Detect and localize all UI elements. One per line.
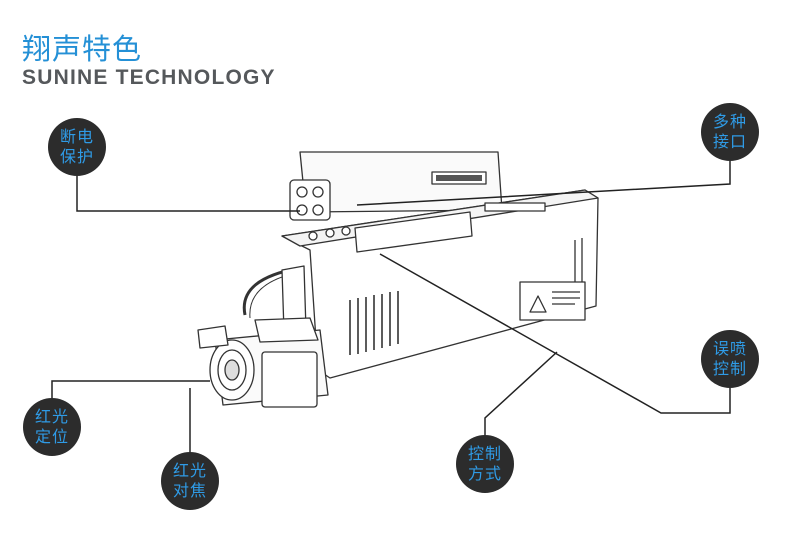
page-subtitle: SUNINE TECHNOLOGY	[22, 66, 276, 89]
feature-label-line1: 控制	[467, 444, 502, 463]
feature-label-line2: 方式	[467, 464, 502, 483]
feature-power-off-protection: 断电 保护	[48, 118, 106, 176]
laser-marker-illustration	[197, 151, 599, 408]
feature-multi-interface: 多种 接口	[701, 103, 759, 161]
feature-label-line1: 红光	[34, 407, 69, 426]
page-title: 翔声特色	[22, 32, 143, 66]
feature-label-line2: 对焦	[172, 481, 207, 500]
feature-red-light-positioning: 红光 定位	[23, 398, 81, 456]
feature-label-line2: 定位	[34, 427, 69, 446]
feature-label-line1: 断电	[59, 127, 94, 146]
feature-label-line2: 控制	[712, 359, 747, 378]
feature-control-mode: 控制 方式	[456, 435, 514, 493]
feature-label-line1: 误喷	[712, 339, 747, 358]
feature-label-line1: 多种	[712, 112, 747, 131]
feature-red-light-focus: 红光 对焦	[161, 452, 219, 510]
feature-label-line2: 接口	[712, 132, 747, 151]
feature-label-line2: 保护	[59, 147, 94, 166]
feature-label-line1: 红光	[172, 461, 207, 480]
feature-anti-misspray: 误喷 控制	[701, 330, 759, 388]
